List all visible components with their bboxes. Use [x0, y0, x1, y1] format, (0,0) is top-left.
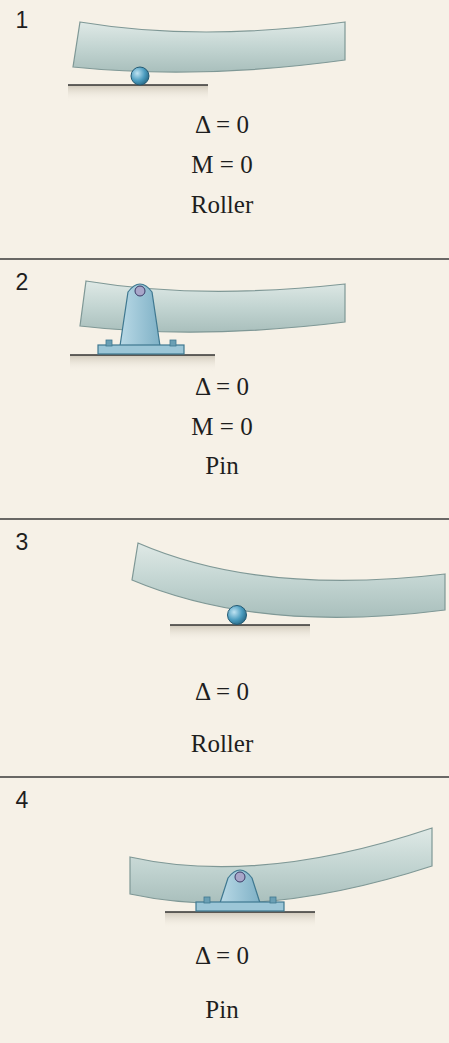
support-panel: 2 Δ = 0 M = 0 Pin: [0, 260, 449, 518]
beam: [130, 828, 432, 903]
support-label: Pin: [205, 452, 238, 481]
support-label: Δ = 0: [195, 111, 249, 140]
support-label: Δ = 0: [195, 678, 249, 707]
ground: [165, 912, 315, 928]
ground: [68, 85, 208, 101]
support-panel: 3 Δ = 0 Roller: [0, 520, 449, 776]
pin-support: [270, 897, 276, 903]
support-label: Roller: [191, 191, 254, 220]
support-label: M = 0: [191, 413, 252, 442]
pin-support: [98, 284, 184, 354]
roller-ball: [228, 606, 247, 625]
beam: [80, 281, 345, 332]
support-label: Δ = 0: [195, 373, 249, 402]
pin-support: [235, 872, 245, 882]
pin-support: [170, 340, 176, 346]
pin-support: [204, 897, 210, 903]
support-label: Δ = 0: [195, 942, 249, 971]
panel-divider: [0, 258, 449, 260]
support-label: Pin: [205, 996, 238, 1025]
roller-ball: [131, 67, 149, 85]
panel-divider: [0, 259, 449, 777]
panel-divider: [0, 518, 449, 520]
panel-number: 2: [16, 269, 29, 295]
support-panel: 1 Δ = 0 M = 0 Roller: [0, 0, 449, 258]
beam: [132, 543, 445, 617]
support-panel: 4 Δ = 0 Pin: [0, 778, 449, 1043]
ground: [68, 85, 208, 101]
ground: [165, 912, 315, 928]
panel-number: 3: [16, 529, 29, 555]
panel-divider: [0, 776, 449, 778]
support-label: Roller: [191, 730, 254, 759]
pin-support: [220, 870, 260, 903]
pin-support: [106, 340, 112, 346]
beam: [73, 22, 345, 72]
roller-ball: [131, 67, 149, 85]
panel-number: 1: [16, 7, 29, 33]
ground: [170, 625, 310, 641]
beam: [80, 281, 345, 332]
pin-support: [196, 870, 284, 911]
ground: [70, 355, 215, 371]
roller-ball: [228, 606, 247, 625]
beam: [73, 22, 345, 72]
support-label: M = 0: [191, 151, 252, 180]
ground: [70, 355, 215, 371]
beam: [130, 828, 432, 903]
pin-support: [120, 284, 160, 346]
beam: [132, 543, 445, 617]
pin-support: [135, 286, 145, 296]
ground: [170, 625, 310, 641]
panel-number: 4: [16, 787, 29, 813]
